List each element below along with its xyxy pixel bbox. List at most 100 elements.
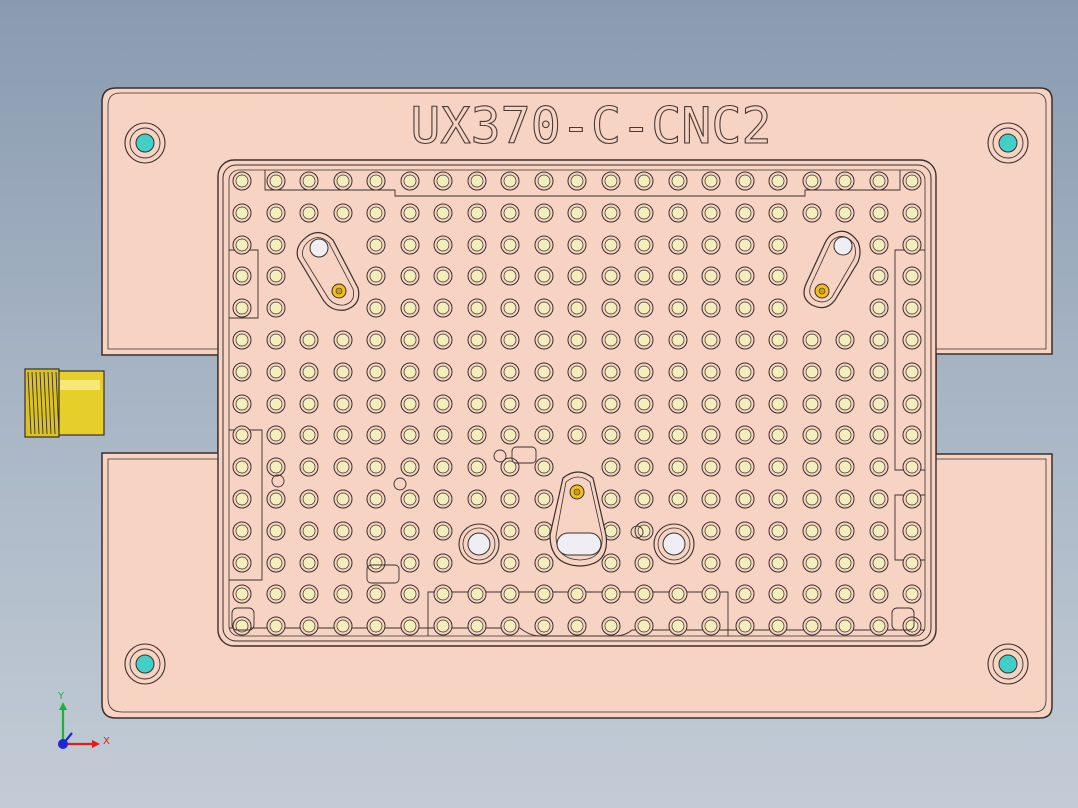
spring-pin (266, 616, 286, 636)
pin-head (637, 428, 651, 442)
spring-pin (601, 362, 621, 382)
pin-head (872, 206, 886, 220)
pin-head (537, 556, 551, 570)
pin-head (537, 460, 551, 474)
pin-head (403, 238, 417, 252)
spring-pin (534, 457, 554, 477)
pin-head (336, 587, 350, 601)
pin-head (838, 460, 852, 474)
spring-pin (601, 394, 621, 414)
spring-pin (333, 394, 353, 414)
spring-pin (366, 298, 386, 318)
pin-head (704, 238, 718, 252)
pin-head (436, 174, 450, 188)
pin-head (704, 428, 718, 442)
pin-head (436, 238, 450, 252)
spring-pin (433, 425, 453, 445)
spring-pin (266, 330, 286, 350)
spring-pin (668, 266, 688, 286)
pin-head (537, 428, 551, 442)
pin-head (537, 619, 551, 633)
cyan-locator-icon[interactable] (987, 122, 1029, 164)
spring-pin (634, 616, 654, 636)
pin-head (436, 524, 450, 538)
spring-pin (735, 489, 755, 509)
pin-head (704, 269, 718, 283)
pin-head (503, 301, 517, 315)
pin-head (403, 333, 417, 347)
spring-pin (534, 521, 554, 541)
counterbore-hole-right[interactable] (653, 523, 695, 565)
pin-head (369, 269, 383, 283)
slot-hole-left[interactable] (296, 231, 360, 311)
cyan-locator-icon[interactable] (124, 122, 166, 164)
cyan-locator-icon[interactable] (987, 643, 1029, 685)
pin-head (470, 428, 484, 442)
small-hole (630, 525, 644, 539)
x-axis-label: X (103, 736, 110, 747)
pin-head (470, 587, 484, 601)
spring-pin (768, 425, 788, 445)
pin-head (369, 333, 383, 347)
spring-pin (768, 584, 788, 604)
counterbore-hole-left[interactable] (458, 523, 500, 565)
spring-pin (534, 425, 554, 445)
thread-line (43, 371, 48, 435)
spring-pin (668, 171, 688, 191)
spring-pin (266, 171, 286, 191)
spring-pin (835, 394, 855, 414)
slot-hole-bottom[interactable] (549, 471, 608, 567)
spring-pin (701, 362, 721, 382)
axis-triad: X Y (57, 691, 110, 749)
spring-pin (232, 171, 252, 191)
pin-head (872, 460, 886, 474)
spring-pin (634, 362, 654, 382)
pin-head (269, 174, 283, 188)
pin-head (537, 301, 551, 315)
spring-pin (701, 330, 721, 350)
pin-head (369, 460, 383, 474)
pin-head (805, 174, 819, 188)
pin-head (436, 460, 450, 474)
pin-head (805, 428, 819, 442)
cyan-locator-icon[interactable] (124, 643, 166, 685)
pin-head (872, 269, 886, 283)
spring-pin (366, 266, 386, 286)
spring-pin (902, 171, 922, 191)
spring-pin (567, 584, 587, 604)
locator-pin (998, 133, 1018, 153)
pin-head (771, 174, 785, 188)
spring-pin (835, 203, 855, 223)
spring-pin (400, 489, 420, 509)
pin-head (704, 492, 718, 506)
spring-pin (232, 553, 252, 573)
threaded-fitting-icon[interactable] (24, 368, 105, 438)
spring-pin (400, 235, 420, 255)
pin-head (436, 206, 450, 220)
spring-pin (902, 457, 922, 477)
spring-pin (601, 171, 621, 191)
pin-head (604, 397, 618, 411)
pin-head (436, 365, 450, 379)
slot-hole-right[interactable] (803, 230, 861, 309)
pin-head (235, 365, 249, 379)
spring-pin (299, 616, 319, 636)
pin-head (872, 238, 886, 252)
spring-pin (433, 298, 453, 318)
pin-head (604, 556, 618, 570)
spring-pin (869, 489, 889, 509)
spring-pin (701, 425, 721, 445)
pin-head (805, 206, 819, 220)
spring-pin (333, 203, 353, 223)
spring-pin (902, 394, 922, 414)
pin-head (738, 587, 752, 601)
pin-head (302, 524, 316, 538)
pin-head (403, 428, 417, 442)
spring-pin (601, 298, 621, 318)
pin-head (905, 587, 919, 601)
pin-head (671, 619, 685, 633)
pin-head (336, 333, 350, 347)
pin-head (235, 206, 249, 220)
